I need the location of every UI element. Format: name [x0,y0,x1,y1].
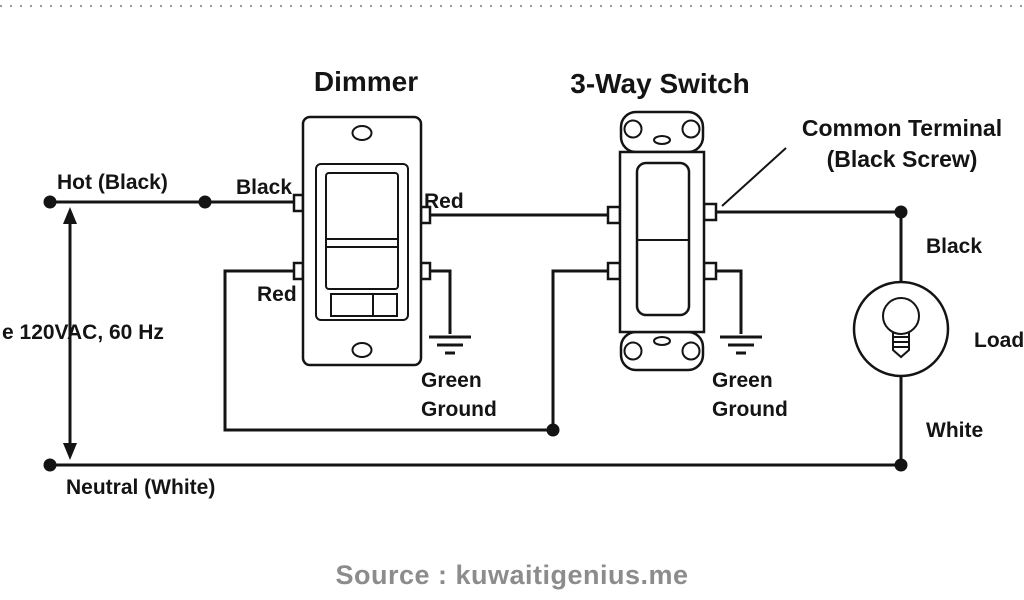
hot-label: Hot (Black) [57,171,168,194]
switch-screw-hole [681,341,701,361]
dimmer-red-top-label: Red [424,190,464,213]
junction-dot [198,195,212,209]
dimmer-ground-symbol [429,335,471,355]
switch-screw-hole [623,341,643,361]
lamp-circle [852,280,950,378]
switch-screw-hole [623,119,643,139]
switch-terminal-left-top [606,205,622,225]
load-white-wire-label: White [926,419,983,442]
dimmer-terminal-left-top [292,193,305,213]
dimmer-terminal-left-bottom [292,261,305,281]
switch-ground-label-line2: Ground [712,398,788,421]
dimmer-rocker [330,293,398,317]
switch-common-terminal [702,202,718,222]
junction-dot [43,458,57,472]
switch-terminal-right-bottom [702,261,718,281]
switch-strap-top [619,110,705,154]
load-label: Load [974,329,1024,352]
common-terminal-label-line1: Common Terminal [802,115,1002,141]
switch-mount-slot [653,336,671,346]
dimmer-screw-hole-top [351,125,373,141]
dimmer-screw-hole-bottom [351,342,373,358]
switch-ground-symbol [720,335,762,355]
switch-terminal-left-bottom [606,261,622,281]
bulb-base [892,332,910,359]
common-terminal-label-line2: (Black Screw) [827,146,978,172]
dimmer-paddle-inner [325,172,399,290]
common-terminal-pointer-line [721,147,787,207]
switch-title: 3-Way Switch [570,68,749,99]
dimmer-black-wire-label: Black [236,176,292,199]
bulb-threads [893,336,909,348]
switch-ground-wire [716,269,743,334]
switch-mount-slot [653,135,671,145]
junction-dot [894,205,908,219]
neutral-label: Neutral (White) [66,476,215,499]
switch-ground-label-line1: Green [712,369,773,392]
load-lamp [852,280,950,378]
voltage-label: e 120VAC, 60 Hz [2,321,164,344]
dimmer-terminal-right-bottom [419,261,432,281]
three-way-switch-device [606,110,718,372]
red-traveler-bottom-wire [223,269,608,432]
dimmer-device [292,115,432,367]
voltage-arrow-up-icon [63,207,77,224]
source-watermark: Source : kuwaitigenius.me [335,560,688,590]
voltage-arrow-down-icon [63,443,77,460]
junction-dot [894,458,908,472]
dimmer-title: Dimmer [314,66,418,97]
junction-dot [546,423,560,437]
dimmer-red-bottom-label: Red [257,283,297,306]
dimmer-paddle-outer [315,163,409,321]
dimmer-ground-label-line2: Ground [421,398,497,421]
junction-dot [43,195,57,209]
dimmer-outline [301,115,423,367]
load-black-wire-label: Black [926,235,982,258]
dimmer-ground-label-line1: Green [421,369,482,392]
wiring [43,147,908,472]
switch-screw-hole [681,119,701,139]
dimmer-ground-wire [430,269,452,334]
bulb-glass [882,297,920,335]
